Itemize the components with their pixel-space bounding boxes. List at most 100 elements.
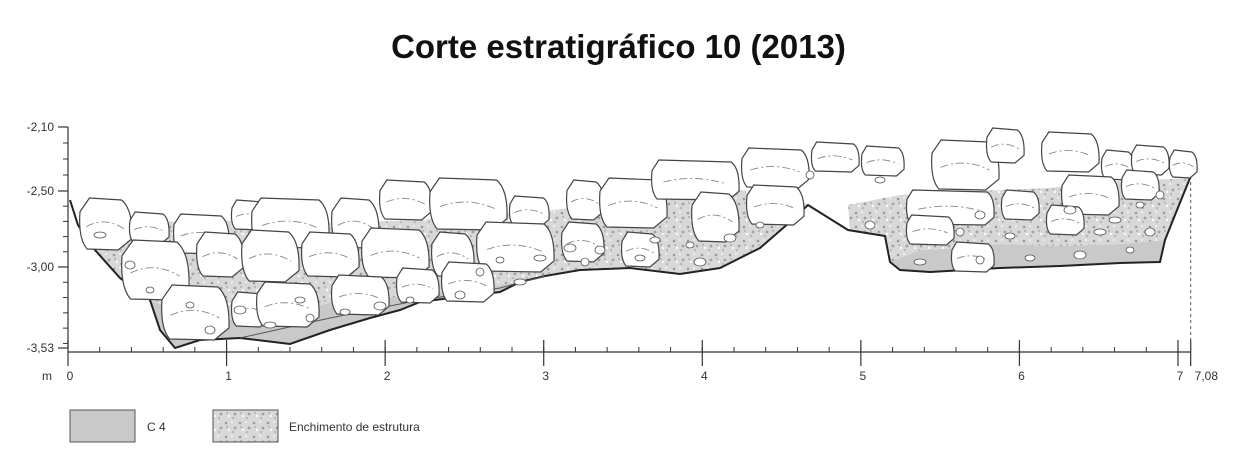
stone-fracture-line — [866, 159, 899, 165]
stone-fracture-line — [608, 200, 658, 209]
pebble — [495, 256, 505, 264]
stone-fracture-line — [264, 302, 311, 310]
x-tick-label: 3 — [542, 369, 549, 383]
pebble — [594, 245, 606, 255]
stone-fracture-line — [134, 226, 164, 232]
stone — [196, 231, 245, 278]
stone-fracture-line — [86, 221, 126, 230]
stone-fracture-line — [170, 309, 220, 319]
pebble — [563, 243, 577, 253]
stone — [161, 284, 230, 341]
stone-fracture-line — [956, 255, 989, 261]
stone-fracture-line — [663, 177, 727, 185]
pebble — [649, 236, 661, 244]
pebble — [405, 296, 415, 304]
section-outline — [69, 177, 1191, 350]
stone-fracture-line — [486, 244, 544, 253]
stone — [565, 179, 605, 221]
legend-swatch-c4 — [69, 409, 136, 443]
x-tick-label: 1 — [225, 369, 232, 383]
stone-fracture-line — [338, 293, 382, 300]
y-tick-label: -3,53 — [27, 341, 55, 355]
stone-fracture-line — [750, 166, 800, 173]
legend-swatch-fill — [212, 409, 279, 443]
pebbles — [93, 170, 1165, 335]
pebble — [974, 210, 986, 220]
stone — [79, 197, 133, 251]
stone-fracture-line — [439, 201, 497, 210]
stone-fracture-line — [1068, 193, 1112, 200]
section-profile — [69, 127, 1198, 350]
pebble — [145, 286, 155, 294]
stone-fracture-line — [235, 213, 265, 219]
pebble — [124, 260, 136, 270]
stone — [378, 179, 433, 221]
stone-fracture-line — [1135, 158, 1165, 164]
pebble — [339, 308, 351, 316]
stone — [1000, 189, 1040, 221]
pebble — [955, 227, 965, 237]
pebble — [580, 257, 590, 267]
pebble — [874, 176, 886, 184]
pebble — [204, 325, 216, 335]
stone — [508, 195, 550, 227]
pebble — [513, 278, 527, 286]
pebble — [373, 301, 387, 311]
stone-fracture-line — [337, 220, 373, 229]
stone-fracture-line — [566, 240, 599, 247]
stone-fracture-line — [308, 252, 352, 260]
stone — [740, 147, 810, 189]
stone — [256, 281, 320, 328]
stone-fracture-line — [912, 228, 948, 234]
stone-fracture-line — [940, 162, 990, 171]
pebble — [1108, 216, 1122, 224]
pebble — [1093, 228, 1107, 236]
stone — [1120, 169, 1160, 201]
stone — [440, 261, 495, 303]
stone-fracture-line — [697, 214, 733, 223]
stone — [950, 241, 995, 273]
stone-fracture-line — [130, 267, 180, 277]
pebble — [693, 257, 707, 267]
x-tick-label: 2 — [384, 369, 391, 383]
stone — [745, 184, 805, 226]
stone — [860, 145, 905, 177]
pebble — [975, 255, 985, 265]
stone-fracture-line — [1105, 163, 1130, 169]
stone — [395, 267, 440, 304]
pebble — [755, 221, 765, 229]
pebble — [1155, 190, 1165, 200]
y-tick-label: -3,00 — [27, 260, 55, 274]
y-tick-label: -2,10 — [27, 120, 55, 134]
pebble — [263, 321, 277, 329]
legend-label-c4: C 4 — [147, 420, 166, 434]
stone — [1168, 149, 1198, 179]
y-tick-label: -2,50 — [27, 184, 55, 198]
stone-fracture-line — [1050, 218, 1080, 224]
stone-fracture-line — [570, 198, 600, 205]
stone-fracture-line — [990, 143, 1020, 150]
stone-fracture-line — [753, 203, 797, 210]
stone-fracture-line — [514, 209, 544, 215]
pebble — [1073, 250, 1087, 260]
stone — [1130, 144, 1170, 176]
x-tick-label: 7 — [1177, 369, 1184, 383]
stone-fracture-line — [1005, 203, 1035, 209]
stone — [241, 229, 300, 283]
pebble — [1135, 201, 1145, 209]
stone — [301, 231, 360, 278]
stone — [128, 211, 170, 245]
stones — [79, 127, 1198, 341]
pebble — [864, 220, 876, 230]
pebble — [634, 254, 646, 262]
pebble — [533, 254, 547, 262]
pebble — [1004, 232, 1016, 240]
y-axis: -2,10 -2,50 -3,00 -3,53 — [27, 120, 69, 355]
stone — [691, 191, 740, 243]
pebble — [1125, 246, 1135, 254]
pebble — [723, 233, 737, 243]
legend-label-fill: Enchimento de estrutura — [289, 420, 420, 434]
stone-fracture-line — [261, 220, 319, 229]
stone-fracture-line — [386, 198, 425, 205]
